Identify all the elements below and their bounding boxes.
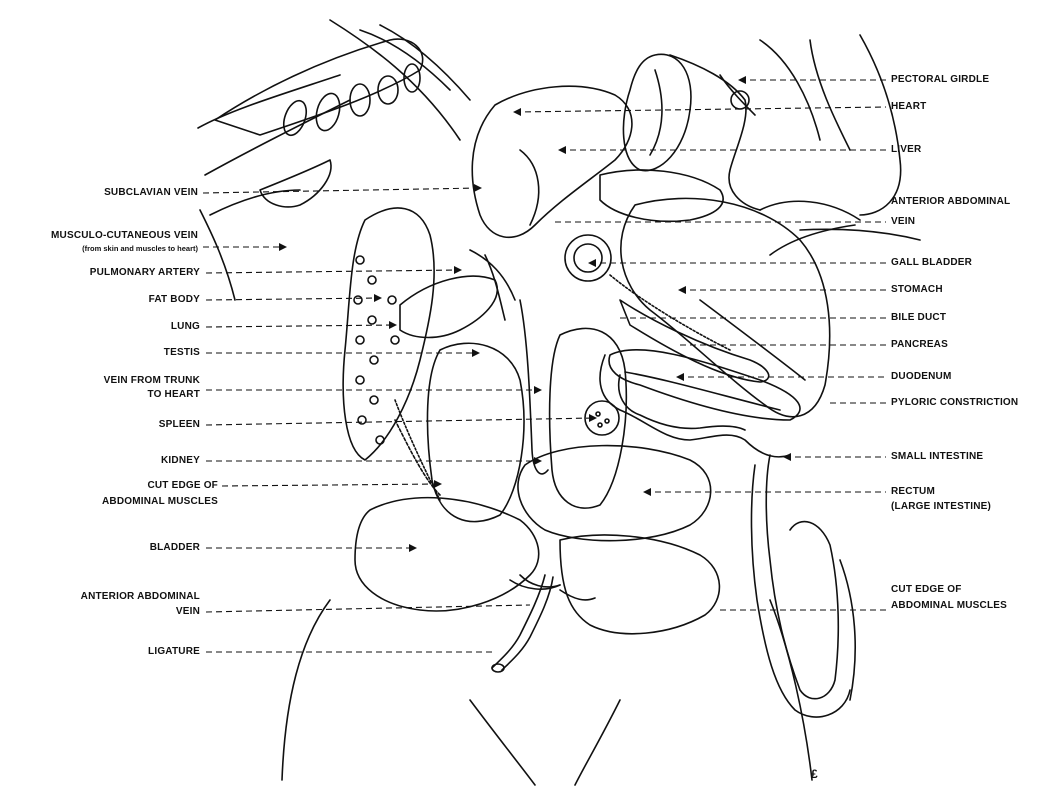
leader-lines-right (515, 80, 886, 610)
label-cut-edge-left-2: ABDOMINAL MUSCLES (20, 496, 218, 508)
cut-edge-muscles (395, 420, 855, 700)
label-duodenum: DUODENUM (891, 371, 952, 383)
arrowheads (279, 76, 791, 552)
leader-lines-left (203, 188, 595, 652)
label-cut-edge-right-2: ABDOMINAL MUSCLES (891, 600, 1007, 612)
liver (472, 86, 723, 237)
label-liver: LIVER (891, 144, 921, 156)
label-stomach: STOMACH (891, 284, 943, 296)
label-pectoral-girdle: PECTORAL GIRDLE (891, 74, 989, 86)
bladder (355, 498, 719, 634)
label-vein-from-trunk-1: VEIN FROM TRUNK (60, 375, 200, 387)
label-kidney: KIDNEY (60, 455, 200, 467)
artist-mark: £ (811, 767, 818, 781)
label-cut-edge-left-1: CUT EDGE OF (40, 480, 218, 492)
label-heart: HEART (891, 101, 926, 113)
lung (400, 250, 515, 338)
stomach (621, 198, 830, 416)
label-testis: TESTIS (60, 347, 200, 359)
vein-from-trunk (395, 400, 440, 500)
label-bladder: BLADDER (60, 542, 200, 554)
label-spleen: SPLEEN (60, 419, 200, 431)
label-small-intestine: SMALL INTESTINE (891, 451, 983, 463)
label-cut-edge-right-1: CUT EDGE OF (891, 584, 962, 596)
label-bile-duct: BILE DUCT (891, 312, 946, 324)
label-rectum-1: RECTUM (891, 486, 935, 498)
rectum (518, 446, 711, 541)
label-pulmonary-artery: PULMONARY ARTERY (40, 267, 200, 279)
heart (623, 54, 691, 170)
label-rectum-2: (LARGE INTESTINE) (891, 501, 991, 513)
label-fat-body: FAT BODY (60, 294, 200, 306)
label-musculo-cutaneous-note: (from skin and muscles to heart) (2, 243, 198, 255)
label-anterior-abdominal-vein-left-2: VEIN (60, 606, 200, 618)
label-musculo-cutaneous-vein: MUSCULO-CUTANEOUS VEIN (2, 230, 198, 242)
label-anterior-abdominal-vein-right-1: ANTERIOR ABDOMINAL (891, 196, 1010, 208)
label-ligature: LIGATURE (60, 646, 200, 658)
anterior-abdominal-vein (492, 225, 855, 672)
testis (427, 343, 523, 521)
gall-bladder (565, 235, 611, 281)
shoulder-muscles (210, 20, 820, 215)
label-gall-bladder: GALL BLADDER (891, 257, 972, 269)
label-pancreas: PANCREAS (891, 339, 948, 351)
label-lung: LUNG (60, 321, 200, 333)
label-pyloric-constriction: PYLORIC CONSTRICTION (891, 397, 1018, 409)
label-anterior-abdominal-vein-right-2: VEIN (891, 216, 915, 228)
label-subclavian-vein: SUBCLAVIAN VEIN (60, 187, 198, 199)
label-anterior-abdominal-vein-left-1: ANTERIOR ABDOMINAL (20, 591, 200, 603)
label-vein-from-trunk-2: TO HEART (60, 389, 200, 401)
